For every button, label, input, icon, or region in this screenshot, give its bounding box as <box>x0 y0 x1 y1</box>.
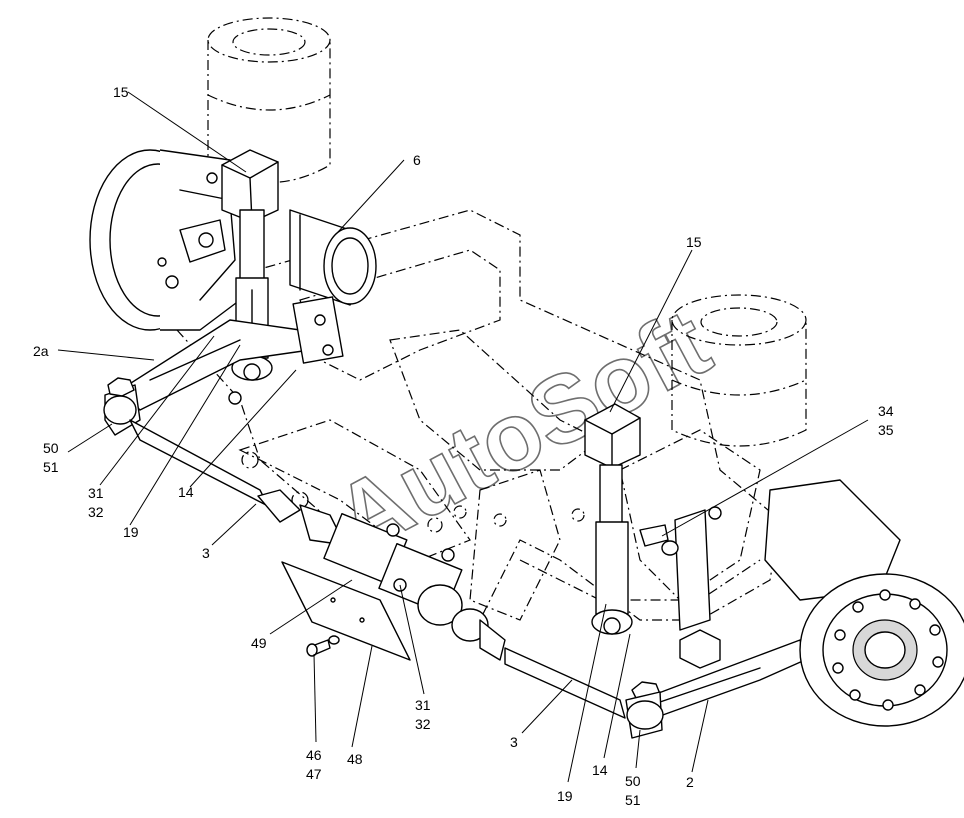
callout-32-center: 32 <box>415 716 431 732</box>
shield-plate <box>281 561 411 661</box>
callout-51-right: 51 <box>625 792 641 808</box>
control-arm-right <box>639 639 806 717</box>
callout-32-left: 32 <box>88 504 104 520</box>
callout-31-left: 31 <box>88 485 104 501</box>
ball-joint-right <box>625 681 664 739</box>
wheel-studs <box>832 589 944 711</box>
callout-51-left: 51 <box>43 459 59 475</box>
callout-48: 48 <box>347 751 363 767</box>
right-bracket <box>639 506 722 669</box>
air-cylinder <box>289 209 377 306</box>
callout-15-left: 15 <box>113 84 129 100</box>
callout-14-right: 14 <box>592 762 608 778</box>
callout-35: 35 <box>878 422 894 438</box>
shock-absorber-right <box>584 403 641 635</box>
callout-50-left: 50 <box>43 440 59 456</box>
callout-2: 2 <box>686 774 694 790</box>
shock-absorber-left <box>221 149 279 405</box>
callout-19-left: 19 <box>123 524 139 540</box>
leader-lines <box>57 91 869 783</box>
brake-hub-right <box>764 479 964 727</box>
callout-49: 49 <box>251 635 267 651</box>
callout-3-center: 3 <box>510 734 518 750</box>
callout-31-center: 31 <box>415 697 431 713</box>
air-spring-right <box>671 294 807 447</box>
bolt-washer <box>306 635 340 657</box>
tie-rod-assembly <box>129 419 626 719</box>
ball-joint-left <box>103 377 141 436</box>
callout-2a: 2a <box>33 343 49 359</box>
callout-6: 6 <box>413 152 421 168</box>
callout-50-right: 50 <box>625 773 641 789</box>
callout-3-left: 3 <box>202 545 210 561</box>
callout-34: 34 <box>878 403 894 419</box>
callout-labels: 15 6 15 2a 34 35 50 51 31 32 19 14 3 49 … <box>33 84 894 808</box>
callout-47: 47 <box>306 766 322 782</box>
callout-14-left: 14 <box>178 484 194 500</box>
callout-46: 46 <box>306 747 322 763</box>
callout-19-right: 19 <box>557 788 573 804</box>
callout-15-right: 15 <box>686 234 702 250</box>
control-arm-left <box>119 296 344 411</box>
